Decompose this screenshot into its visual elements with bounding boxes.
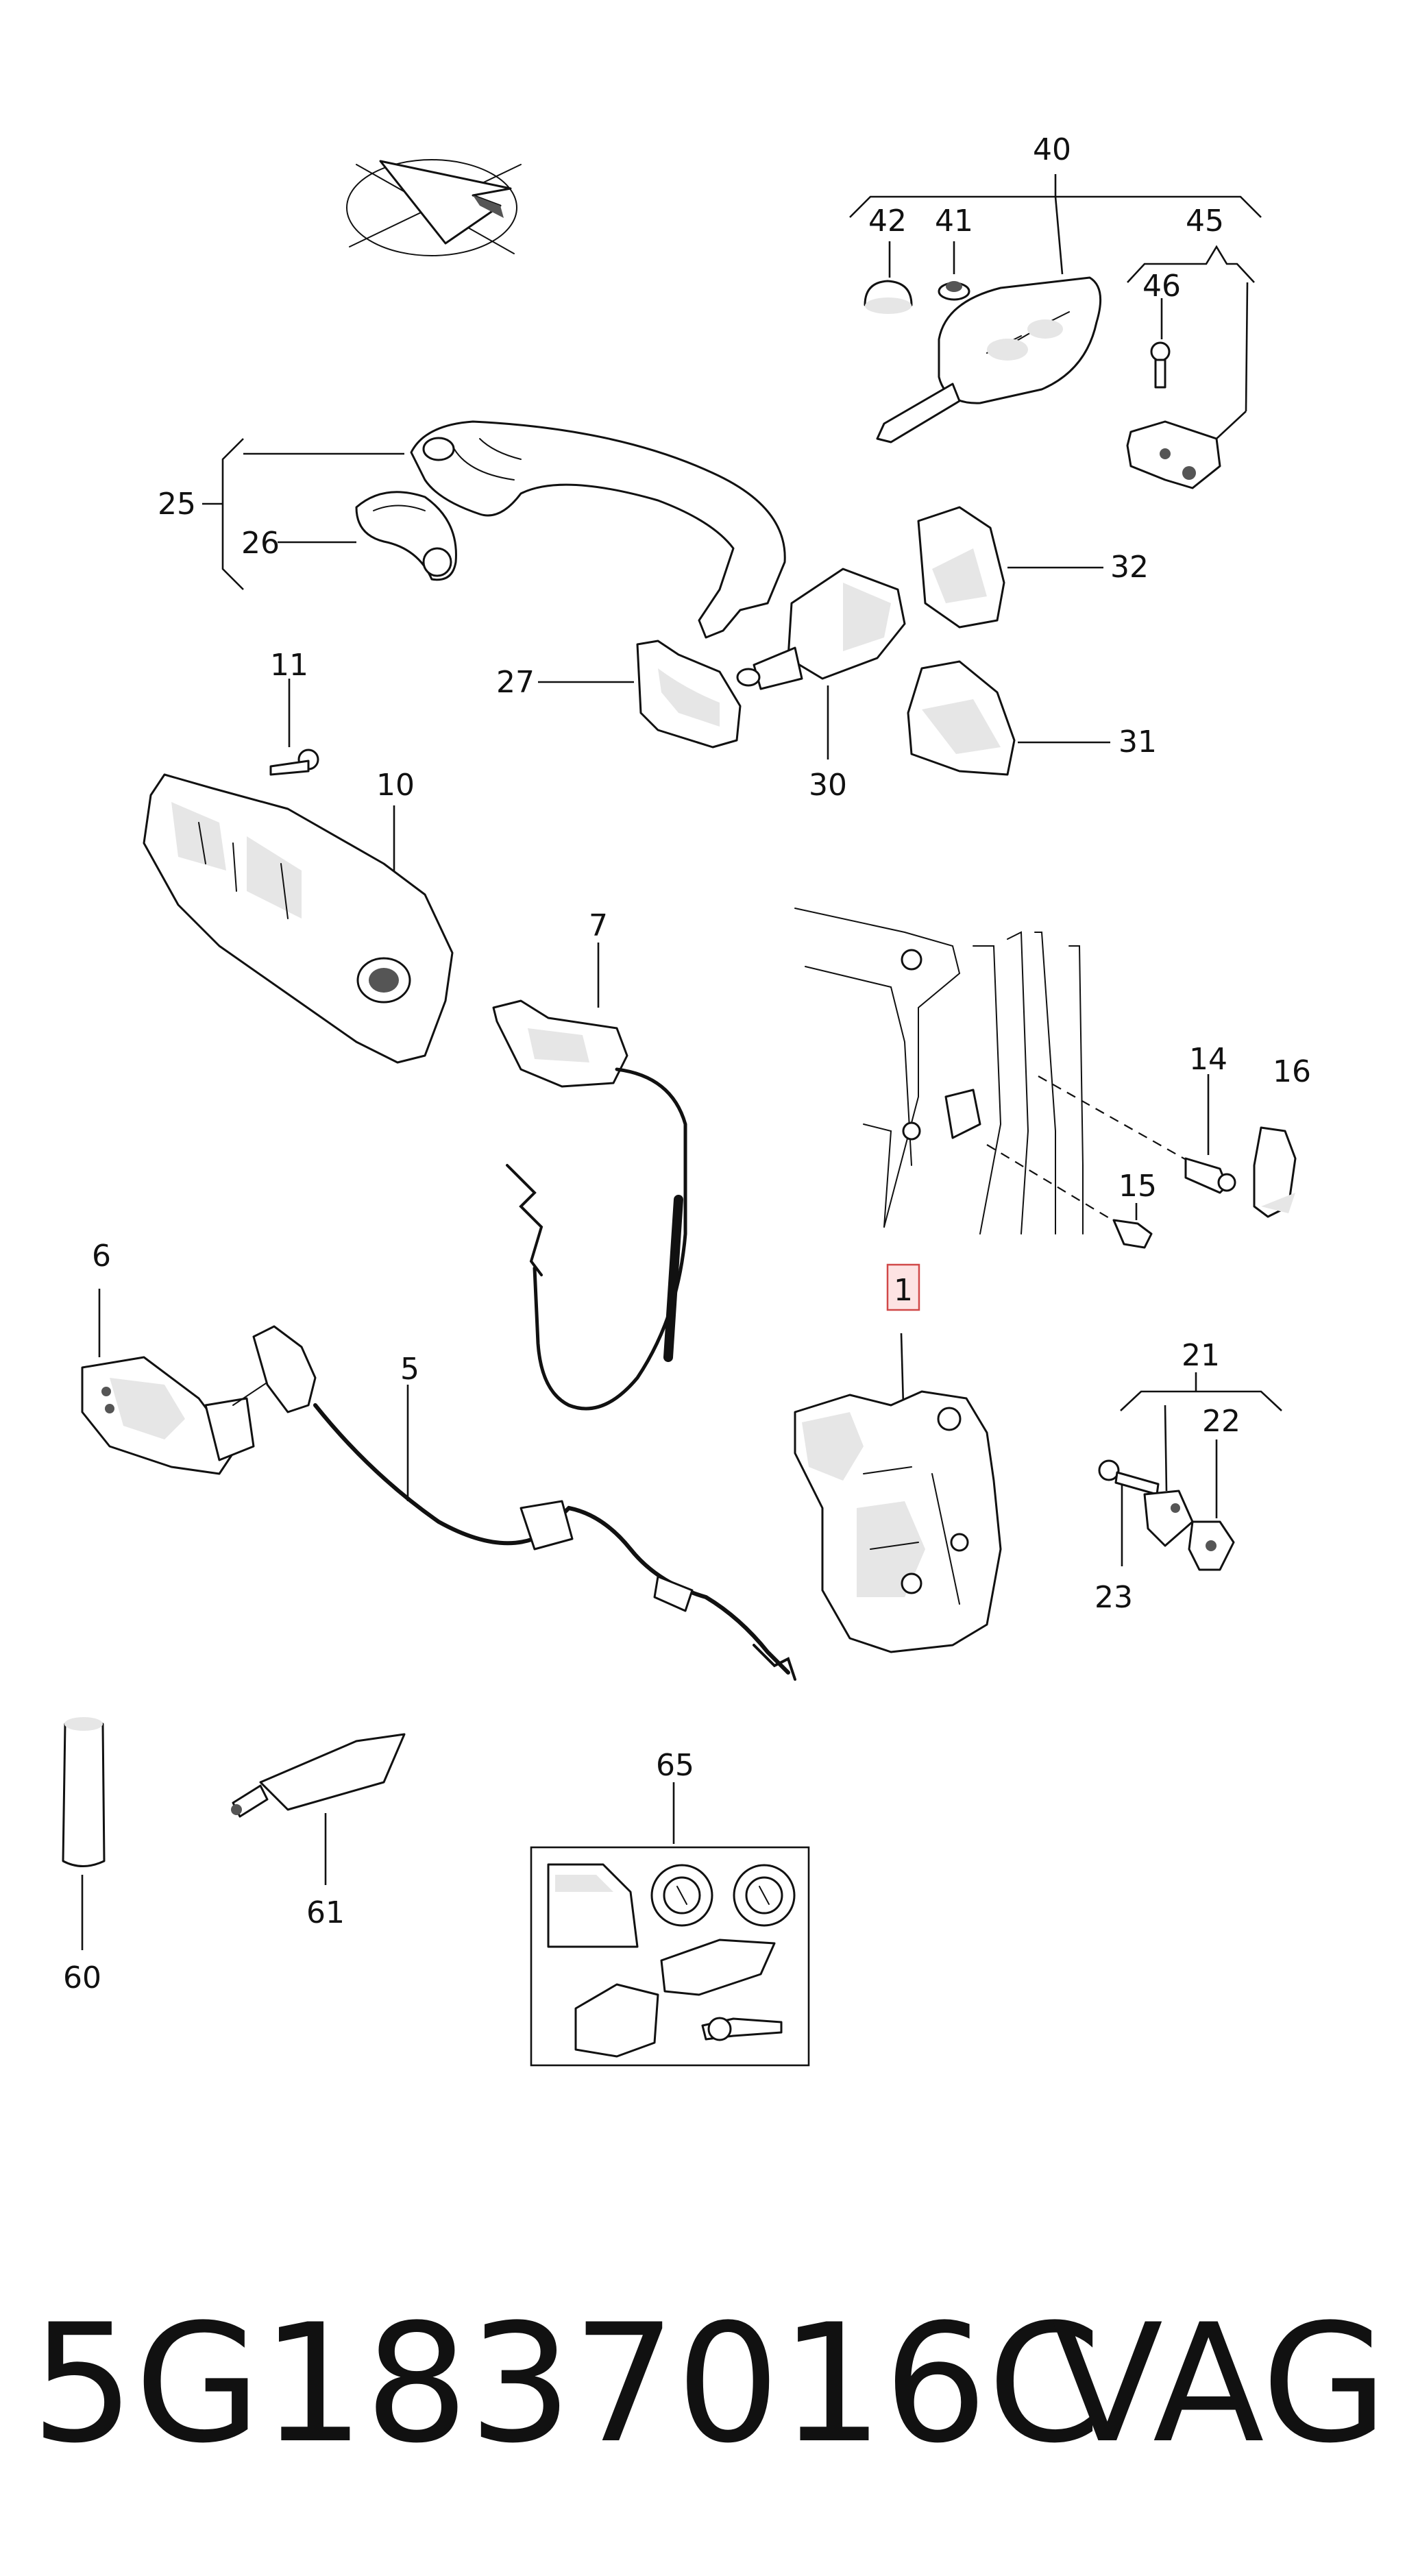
door-lock-1[interactable] (794, 1333, 1002, 1653)
handle-carrier-10 (143, 679, 454, 1064)
callout-61: 61 (306, 1895, 345, 1930)
striker-group (1098, 1372, 1282, 1571)
bolt-15 (1112, 1203, 1153, 1249)
callout-27: 27 (496, 665, 535, 700)
callout-42: 42 (868, 204, 907, 239)
orientation-arrow-icon (346, 159, 522, 256)
callout-32: 32 (1110, 550, 1149, 585)
lock-cylinder-30 (736, 568, 906, 760)
callout-21: 21 (1182, 1338, 1220, 1373)
callout-5: 5 (400, 1352, 419, 1387)
callout-14: 14 (1189, 1042, 1227, 1077)
callout-30: 30 (809, 768, 847, 803)
callout-10: 10 (376, 768, 415, 803)
callout-22: 22 (1202, 1404, 1240, 1439)
callout-60: 60 (63, 1960, 101, 1995)
screw-14 (1184, 1074, 1236, 1194)
callout-45: 45 (1186, 204, 1224, 239)
callout-7: 7 (589, 908, 608, 943)
callout-6: 6 (92, 1239, 111, 1274)
callout-65: 65 (656, 1748, 694, 1783)
grease-tube-61 (231, 1733, 406, 1885)
brand-caption: VAG (1051, 2289, 1388, 2479)
callout-31: 31 (1118, 725, 1157, 760)
cap-16 (1253, 1126, 1297, 1218)
cable-7 (492, 943, 687, 1411)
inner-handle-6 (81, 1289, 275, 1475)
highlight-box (886, 1263, 920, 1311)
callout-15: 15 (1118, 1169, 1157, 1204)
callout-41: 41 (935, 204, 973, 239)
repair-kit-65 (530, 1782, 810, 2067)
spray-can-60 (62, 1717, 106, 1950)
callout-1[interactable]: 1 (894, 1273, 913, 1308)
door-frame (794, 908, 1197, 1235)
door-handle-group (202, 420, 786, 639)
cap-32 (917, 506, 1103, 629)
cable-5 (252, 1325, 796, 1681)
key-fob-group (849, 174, 1262, 489)
callout-46: 46 (1142, 269, 1181, 304)
callout-11: 11 (270, 648, 308, 683)
cap-31 (907, 660, 1110, 776)
callout-40: 40 (1033, 132, 1071, 167)
callout-26: 26 (241, 526, 280, 561)
handle-cover-27 (538, 640, 742, 749)
callout-23: 23 (1095, 1580, 1133, 1615)
part-number-caption: 5G1837016C (31, 2289, 1101, 2479)
callout-25: 25 (158, 487, 196, 522)
callout-16: 16 (1273, 1054, 1311, 1089)
